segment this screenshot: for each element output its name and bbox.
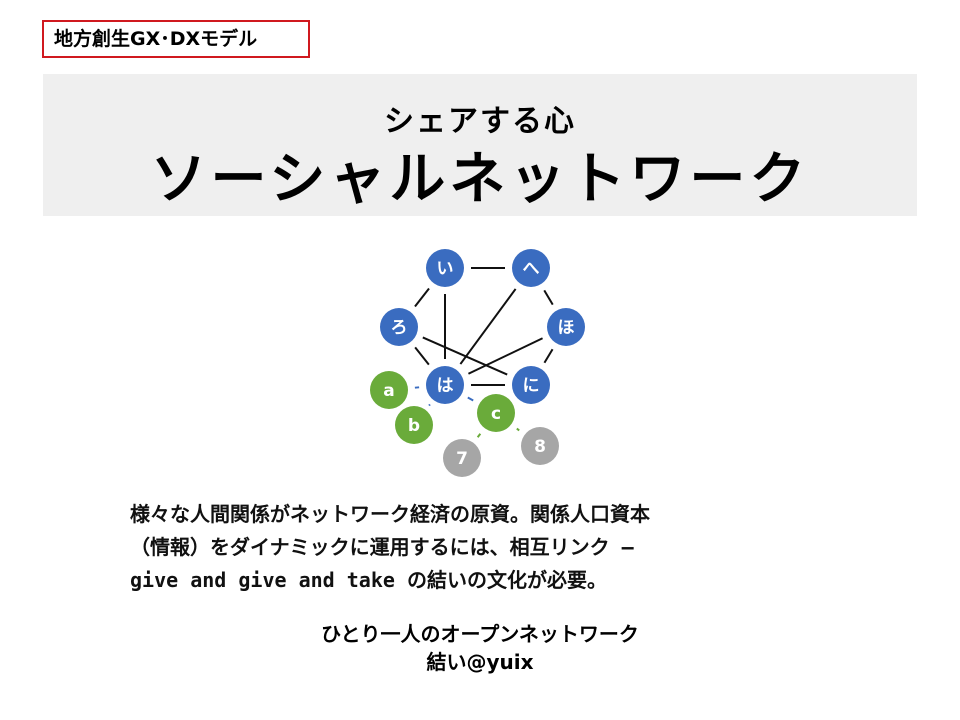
network-edge: [543, 348, 554, 364]
node-label: ろ: [391, 318, 408, 338]
network-edge: [468, 337, 543, 375]
node-label: b: [408, 416, 420, 436]
node-circle: [512, 366, 550, 404]
network-edge: [467, 396, 474, 402]
body-line: （情報）をダイナミックに運用するには、相互リンク –: [130, 535, 634, 559]
node-circle: [521, 427, 559, 465]
node-circle: [477, 394, 515, 432]
network-edge: [422, 336, 508, 376]
network-edge: [428, 403, 431, 407]
network-edge: [459, 288, 517, 365]
node-label: a: [383, 381, 394, 401]
node-label: c: [491, 404, 501, 424]
subtitle: シェアする心: [384, 104, 576, 139]
network-edge: [476, 433, 482, 438]
body-line: give and give and take の結いの文化が必要。: [130, 568, 607, 592]
node-circle: [426, 249, 464, 287]
node-circle: [547, 308, 585, 346]
network-node-ni: に: [512, 366, 550, 404]
network-edge: [414, 346, 430, 366]
node-label: ほ: [558, 318, 575, 338]
node-circle: [380, 308, 418, 346]
node-label: は: [437, 376, 454, 396]
network-node-c: c: [477, 394, 515, 432]
footer-credit: 結い@yuix: [426, 650, 534, 674]
network-edge: [414, 287, 430, 308]
network-node-ha: は: [426, 366, 464, 404]
node-circle: [370, 371, 408, 409]
node-circle: [395, 406, 433, 444]
footer-tagline: ひとり一人のオープンネットワーク: [321, 622, 639, 646]
node-label: へ: [523, 259, 540, 279]
node-label: 8: [534, 437, 546, 457]
network-node-ro: ろ: [380, 308, 418, 346]
network-node-i: い: [426, 249, 464, 287]
node-circle: [512, 249, 550, 287]
title-banner: シェアする心 ソーシャルネットワーク: [43, 74, 917, 216]
node-circle: [426, 366, 464, 404]
network-edge: [543, 289, 554, 306]
network-node-n7: 7: [443, 439, 481, 477]
body-line: 様々な人間関係がネットワーク経済の原資。関係人口資本: [130, 502, 650, 526]
network-node-b: b: [395, 406, 433, 444]
page-title: ソーシャルネットワーク: [150, 147, 810, 212]
node-circle: [443, 439, 481, 477]
node-label: い: [437, 259, 454, 279]
network-node-ho: ほ: [547, 308, 585, 346]
section-tag: 地方創生GX･DXモデル: [42, 20, 310, 58]
body-text: 様々な人間関係がネットワーク経済の原資。関係人口資本 （情報）をダイナミックに運…: [130, 498, 650, 597]
footer: ひとり一人のオープンネットワーク 結い@yuix: [0, 620, 960, 676]
network-node-a: a: [370, 371, 408, 409]
network-edge: [516, 427, 520, 432]
node-label: 7: [456, 449, 468, 469]
network-node-he: へ: [512, 249, 550, 287]
node-label: に: [523, 376, 540, 396]
network-node-n8: 8: [521, 427, 559, 465]
